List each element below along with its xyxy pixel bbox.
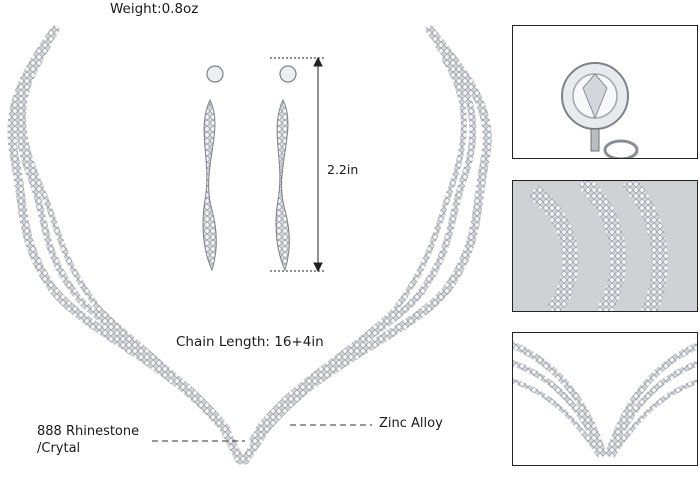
earring-right — [275, 65, 297, 272]
left-strand-mid — [16, 41, 232, 434]
detail-inset-rows — [512, 180, 698, 312]
left-strand-inner — [20, 57, 235, 443]
earring-left — [202, 65, 224, 272]
earring-dimension-line — [270, 56, 325, 273]
left-strand-outer — [7, 25, 245, 465]
chain-length-label: Chain Length: 16+4in — [176, 334, 324, 350]
right-strand-mid — [254, 41, 477, 434]
earring-length-label: 2.2in — [327, 162, 359, 177]
rhinestone-label: 888 Rhinestone /Crytal — [37, 423, 139, 457]
zinc-alloy-label: Zinc Alloy — [379, 416, 443, 431]
right-strand-outer — [240, 25, 492, 465]
rhinestone-label-line2: /Crytal — [37, 441, 81, 456]
rhinestone-label-line1: 888 Rhinestone — [37, 424, 140, 439]
necklace-image — [7, 25, 492, 465]
detail-inset-stud — [512, 25, 698, 159]
weight-label: Weight:0.8oz — [110, 1, 199, 17]
right-strand-inner — [249, 57, 467, 443]
detail-inset-center — [512, 332, 698, 466]
